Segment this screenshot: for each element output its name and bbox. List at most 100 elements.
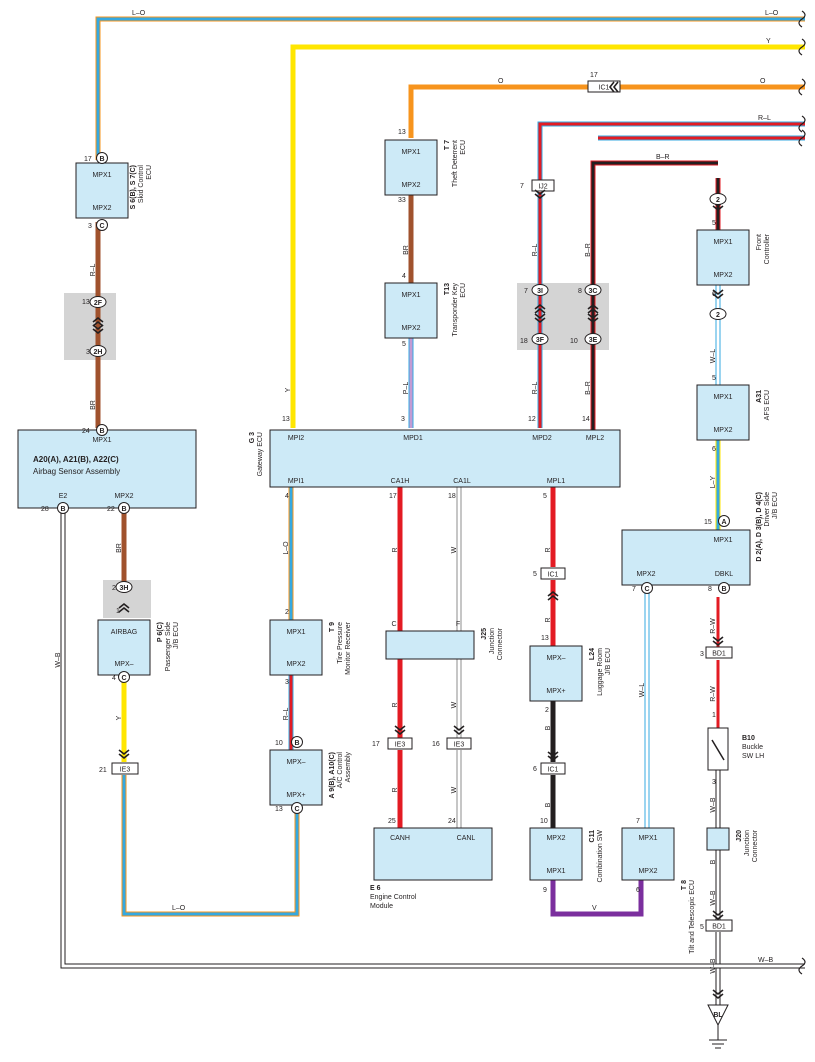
pin-tire_2: 2 — [285, 609, 289, 616]
chevron-3h-a — [118, 602, 130, 609]
tilt-telescopic-ecu — [621, 827, 675, 881]
chevron-ij2-b — [534, 189, 546, 196]
pin-airbag_22: 22 — [107, 506, 115, 513]
pin-ps_1: 1 — [116, 608, 120, 615]
chevron-3c-up-b — [587, 307, 599, 314]
box-label-9: MPX2 — [713, 427, 732, 434]
vertical-label-8: ECU — [460, 283, 467, 298]
combination-sw — [529, 827, 583, 881]
wire-label-w_ca1l_bottom: W — [451, 786, 458, 793]
wire-label-lo_top_right: L–O — [765, 10, 779, 17]
vertical-label-16: Driver Side — [764, 492, 771, 527]
vertical-label-35: T 8 — [681, 880, 688, 890]
vertical-label-37: J20 — [736, 830, 743, 842]
pin-bk_3: 3 — [712, 779, 716, 786]
badge-skid-c-label: C — [99, 223, 104, 230]
chevron-ic1-mpl1-b — [547, 594, 559, 601]
vertical-label-11: A31 — [756, 390, 763, 403]
driver-side-jb-ecu — [621, 529, 751, 586]
box-label-8: MPX1 — [713, 394, 732, 401]
connector-ic1-top-label: IC1 — [599, 85, 610, 92]
box-label-19: CA1L — [453, 478, 471, 485]
box-label-15: MPD2 — [532, 435, 552, 442]
pin-ps_4: 4 — [112, 675, 116, 682]
badge-passenger-c-label: C — [121, 675, 126, 682]
badge-airbag-24-label: B — [99, 428, 104, 435]
connector-ic1-lower-label: IC1 — [548, 767, 559, 774]
pin-ps_2: 2 — [112, 585, 116, 592]
wire-o-left-edge — [408, 84, 588, 138]
pin-bk_1: 1 — [712, 712, 716, 719]
ac-control-assembly — [269, 749, 323, 806]
badge-ac-c-label: C — [294, 806, 299, 813]
j25-junction-connector — [385, 630, 475, 660]
chevron-ie3-left-a — [118, 753, 130, 760]
box-label-37: MPX1 — [546, 868, 565, 875]
connector-ie3-left — [111, 762, 139, 775]
badge-ac-b — [291, 736, 303, 748]
pin-j3e_10: 10 — [570, 338, 578, 345]
wire-label-wb_left: W–B — [55, 652, 62, 668]
wire-label-br_mpl2: B–R — [585, 381, 592, 395]
theft-deterrent-ecu — [384, 139, 438, 196]
luggage-room-jb-ecu — [529, 645, 583, 702]
chevron-bd1-top-a — [712, 640, 724, 647]
chevron-fc-bottom-a — [712, 293, 724, 300]
connector-ic1-top-chevron-a — [608, 81, 615, 93]
badge-driver-a-label: A — [721, 519, 726, 526]
connector-ie3-a — [387, 737, 413, 750]
pin-ie3a_17: 17 — [372, 741, 380, 748]
pin-ij2_7: 7 — [520, 183, 524, 190]
badge-airbag-22-label: B — [121, 506, 126, 513]
pin-theft_33: 33 — [398, 197, 406, 204]
pin-ac_10: 10 — [275, 740, 283, 747]
pin-cmb_9: 9 — [543, 887, 547, 894]
junction-3f-label: 3F — [536, 337, 545, 344]
pin-airbag_28: 28 — [41, 506, 49, 513]
wire-label-v_bottom: V — [592, 905, 597, 912]
vertical-label-20: J/B ECU — [173, 622, 180, 649]
box-label-26: MPX1 — [286, 629, 305, 636]
airbag-code: A20(A), A21(B), A22(C) — [33, 455, 119, 464]
pin-dr_8: 8 — [708, 586, 712, 593]
vertical-label-25: Junction — [489, 628, 496, 654]
chevron-sk-down-b — [92, 324, 104, 331]
box-label-25: MPX– — [114, 661, 133, 668]
pin-dr_7: 7 — [632, 586, 636, 593]
wire-label-lo_bottom: L–O — [172, 905, 186, 912]
passenger-side-jb-ecu — [97, 619, 151, 676]
vertical-label-18: P 6(C) — [157, 622, 164, 642]
chevron-ie3-a-b — [394, 725, 406, 732]
wire-label-rl_mpd2: R–L — [532, 381, 539, 394]
wire-lo-bottom — [122, 775, 299, 916]
wire-label-rw_dbkl: R–W — [710, 618, 717, 634]
connector-bd1-top — [705, 646, 733, 659]
junction-3e-label: 3E — [589, 337, 598, 344]
wire-label-o_right: O — [760, 78, 766, 85]
vertical-label-1: Skid Control — [138, 165, 145, 204]
badge-driver-a — [718, 515, 730, 527]
vertical-label-36: Tilt and Telescopic ECU — [689, 880, 696, 954]
badge-skid-c — [96, 219, 108, 231]
pin-gw_4: 4 — [285, 493, 289, 500]
box-label-32: MPX– — [286, 759, 305, 766]
badge-passenger-c — [118, 671, 130, 683]
connector-bd1-bottom — [705, 919, 733, 932]
vertical-label-7: Transponder Key — [452, 283, 459, 337]
chevron-3e-down-a — [587, 317, 599, 324]
box-label-39: MPX2 — [638, 868, 657, 875]
pin-ie3b_16: 16 — [432, 741, 440, 748]
connector-ie3-b-label: IE3 — [454, 742, 465, 749]
vertical-label-24: J25 — [481, 628, 488, 640]
junction-2h-label: 2H — [94, 349, 103, 356]
badge-airbag-24 — [96, 424, 108, 436]
engine-name-1: Engine Control — [370, 894, 417, 901]
wire-label-lo_tire: L–O — [283, 541, 290, 555]
pin-sk_13: 13 — [82, 299, 90, 306]
junction-3f — [531, 333, 549, 345]
box-label-14: MPD1 — [403, 435, 423, 442]
vertical-label-33: C11 — [589, 830, 596, 843]
engine-name-2: Module — [370, 903, 393, 910]
pin-j3c_8: 8 — [578, 288, 582, 295]
